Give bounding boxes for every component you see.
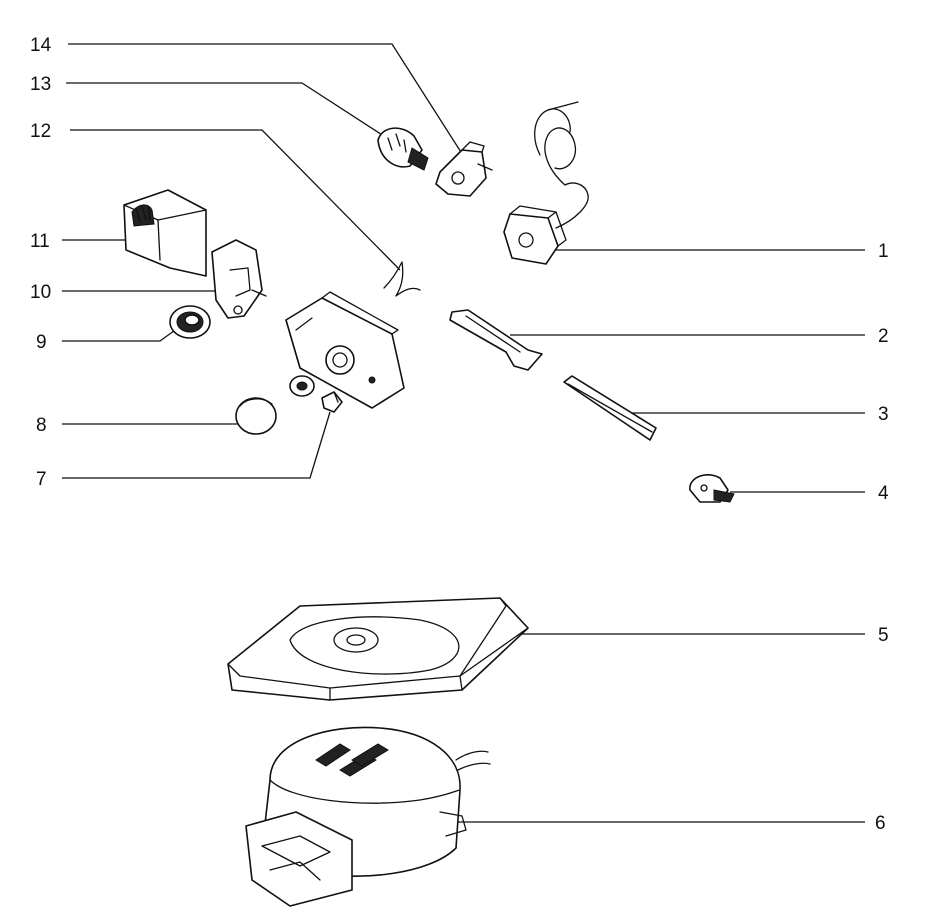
part-10-switch-bracket (211, 239, 267, 319)
callout-12: 12 (30, 121, 51, 142)
part-9-knob (169, 305, 211, 339)
leader-lines (62, 43, 865, 823)
leader-9 (62, 327, 179, 342)
part-dial-gear (289, 375, 315, 397)
leader-14 (68, 43, 467, 161)
part-6-compressor (245, 726, 491, 907)
part-11-cover (123, 189, 207, 277)
callout-13: 13 (30, 74, 51, 95)
part-3-rod (563, 375, 657, 441)
callout-5: 5 (878, 625, 889, 646)
callout-1: 1 (878, 241, 889, 262)
part-4-clip (689, 474, 735, 503)
part-housing (285, 291, 405, 409)
callout-11: 11 (30, 231, 50, 252)
callout-8: 8 (36, 415, 47, 436)
callout-7: 7 (36, 469, 47, 490)
callout-6: 6 (875, 813, 886, 834)
part-13-lamp-bulb (377, 127, 429, 171)
callout-4: 4 (878, 483, 889, 504)
part-7-bushing (321, 391, 343, 413)
part-14-relay (435, 141, 493, 197)
leader-12 (70, 129, 401, 271)
callout-14: 14 (30, 35, 52, 56)
part-2-bracket-strip (449, 309, 543, 371)
callout-numbers: 14 13 12 11 10 9 8 7 1 2 3 4 5 6 (30, 35, 889, 834)
callout-10: 10 (30, 282, 51, 303)
callout-2: 2 (878, 326, 889, 347)
callout-3: 3 (878, 404, 889, 425)
part-8-cap (235, 397, 277, 435)
callout-9: 9 (36, 332, 47, 353)
part-12-spring-wire (383, 261, 421, 297)
leader-7 (62, 411, 331, 479)
part-5-drip-tray (227, 597, 529, 701)
part-1-thermostat (503, 101, 589, 265)
leader-13 (66, 82, 391, 141)
